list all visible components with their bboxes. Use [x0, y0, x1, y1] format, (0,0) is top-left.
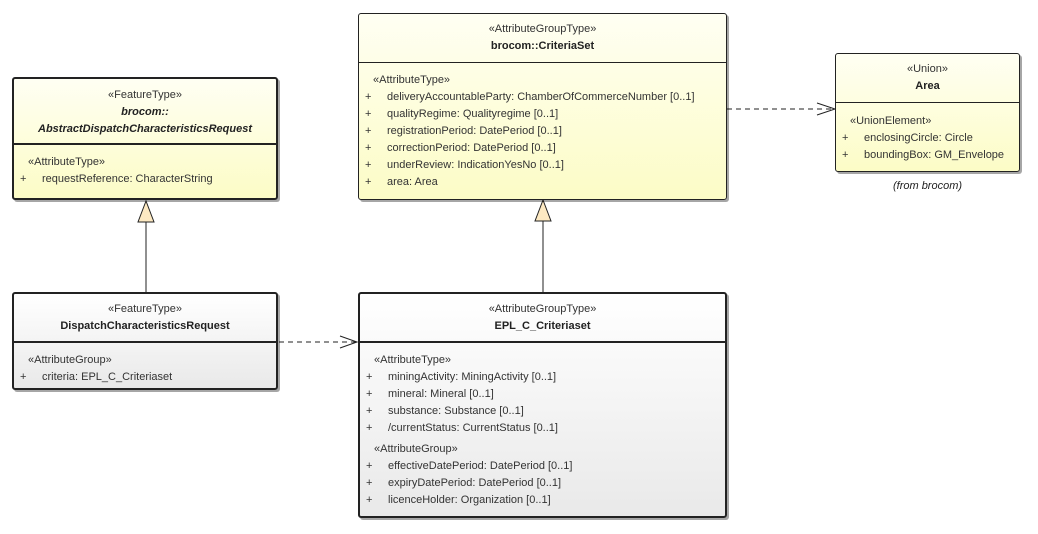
- attribute-text: substance: Substance [0..1]: [388, 405, 524, 417]
- attribute-row[interactable]: + registrationPeriod: DatePeriod [0..1]: [363, 123, 722, 140]
- class-attributes: «AttributeGroup» + criteria: EPL_C_Crite…: [14, 343, 276, 386]
- visibility-marker: +: [366, 460, 373, 472]
- class-name: DispatchCharacteristicsRequest: [60, 320, 230, 332]
- visibility-marker: +: [366, 405, 373, 417]
- visibility-marker: +: [842, 132, 849, 144]
- visibility-marker: +: [20, 371, 27, 383]
- visibility-marker: +: [366, 477, 373, 489]
- class-name: Area: [915, 80, 940, 92]
- attribute-text: area: Area: [387, 176, 438, 188]
- visibility-marker: +: [366, 371, 373, 383]
- attribute-row[interactable]: + boundingBox: GM_Envelope: [840, 147, 1015, 164]
- attribute-row[interactable]: + qualityRegime: Qualityregime [0..1]: [363, 106, 722, 123]
- attribute-text: expiryDatePeriod: DatePeriod [0..1]: [388, 477, 562, 489]
- visibility-marker: +: [365, 159, 372, 171]
- class-attributes: «AttributeType» + requestReference: Char…: [14, 145, 276, 188]
- class-header: «AttributeGroupType» brocom::CriteriaSet: [359, 14, 726, 63]
- generalization-arrowhead-criteriaset: [534, 198, 552, 222]
- attribute-row[interactable]: + mineral: Mineral [0..1]: [364, 386, 721, 403]
- attribute-text: effectiveDatePeriod: DatePeriod [0..1]: [388, 460, 573, 472]
- attribute-text: registrationPeriod: DatePeriod [0..1]: [387, 125, 562, 137]
- section-stereotype: «AttributeGroup»: [28, 354, 112, 366]
- attribute-row[interactable]: + expiryDatePeriod: DatePeriod [0..1]: [364, 475, 721, 492]
- attribute-row[interactable]: + underReview: IndicationYesNo [0..1]: [363, 157, 722, 174]
- attribute-row[interactable]: + substance: Substance [0..1]: [364, 403, 721, 420]
- class-stereotype: «FeatureType»: [108, 89, 182, 101]
- visibility-marker: +: [365, 142, 372, 154]
- class-name-line-2: AbstractDispatchCharacteristicsRequest: [38, 123, 252, 135]
- class-header: «Union» Area: [836, 54, 1019, 103]
- section-stereotype: «AttributeType»: [373, 74, 451, 86]
- visibility-marker: +: [366, 388, 373, 400]
- visibility-marker: +: [20, 173, 27, 185]
- visibility-marker: +: [365, 108, 372, 120]
- dependency-arrowhead-dispatch-criteriaset: [339, 335, 359, 349]
- attribute-text: criteria: EPL_C_Criteriaset: [42, 371, 173, 383]
- section-stereotype: «UnionElement»: [850, 115, 932, 127]
- attribute-row[interactable]: + /currentStatus: CurrentStatus [0..1]: [364, 420, 721, 437]
- attribute-text: mineral: Mineral [0..1]: [388, 388, 494, 400]
- class-name: EPL_C_Criteriaset: [494, 320, 591, 332]
- attribute-row[interactable]: + deliveryAccountableParty: ChamberOfComm…: [363, 89, 722, 106]
- visibility-marker: +: [365, 91, 372, 103]
- class-brocom-criteriaset[interactable]: «AttributeGroupType» brocom::CriteriaSet…: [358, 13, 727, 200]
- class-area[interactable]: «Union» Area «UnionElement» + enclosingCi…: [835, 53, 1020, 172]
- visibility-marker: +: [366, 494, 373, 506]
- attribute-text: correctionPeriod: DatePeriod [0..1]: [387, 142, 556, 154]
- attribute-row[interactable]: + requestReference: CharacterString: [18, 171, 272, 188]
- class-epl-c-criteriaset[interactable]: «AttributeGroupType» EPL_C_Criteriaset «…: [358, 292, 727, 518]
- class-stereotype: «Union»: [907, 63, 948, 75]
- class-header: «AttributeGroupType» EPL_C_Criteriaset: [360, 294, 725, 343]
- class-header: «FeatureType» DispatchCharacteristicsReq…: [14, 294, 276, 343]
- class-name: brocom::CriteriaSet: [490, 40, 595, 52]
- generalization-arrowhead-dispatch: [137, 199, 155, 223]
- attribute-text: underReview: IndicationYesNo [0..1]: [387, 159, 564, 171]
- attribute-row[interactable]: + criteria: EPL_C_Criteriaset: [18, 369, 272, 386]
- attribute-row[interactable]: + enclosingCircle: Circle: [840, 130, 1015, 147]
- attribute-text: miningActivity: MiningActivity [0..1]: [388, 371, 557, 383]
- attribute-row[interactable]: + correctionPeriod: DatePeriod [0..1]: [363, 140, 722, 157]
- class-attributes: «AttributeType» + miningActivity: MiningA…: [360, 343, 725, 509]
- class-name-line-1: brocom::: [121, 106, 169, 118]
- attribute-text: requestReference: CharacterString: [42, 173, 213, 185]
- attribute-text: qualityRegime: Qualityregime [0..1]: [387, 108, 559, 120]
- section-stereotype: «AttributeType»: [28, 156, 106, 168]
- visibility-marker: +: [842, 149, 849, 161]
- attribute-row[interactable]: + effectiveDatePeriod: DatePeriod [0..1]: [364, 458, 721, 475]
- section-stereotype: «AttributeType»: [374, 354, 452, 366]
- section-stereotype: «AttributeGroup»: [374, 443, 458, 455]
- attribute-text: licenceHolder: Organization [0..1]: [388, 494, 551, 506]
- class-stereotype: «AttributeGroupType»: [488, 303, 597, 315]
- attribute-text: enclosingCircle: Circle: [864, 132, 973, 144]
- attribute-row[interactable]: + miningActivity: MiningActivity [0..1]: [364, 369, 721, 386]
- visibility-marker: +: [366, 422, 373, 434]
- attribute-text: boundingBox: GM_Envelope: [864, 149, 1005, 161]
- area-package-note: (from brocom): [892, 180, 963, 192]
- class-attributes: «AttributeType» + deliveryAccountablePart…: [359, 63, 726, 191]
- attribute-text: /currentStatus: CurrentStatus [0..1]: [388, 422, 558, 434]
- attribute-text: deliveryAccountableParty: ChamberOfComme…: [387, 91, 695, 103]
- class-attributes: «UnionElement» +enclosingCircle: Circle …: [836, 103, 1019, 164]
- attribute-row[interactable]: + area: Area: [363, 174, 722, 191]
- visibility-marker: +: [365, 125, 372, 137]
- attribute-row[interactable]: + licenceHolder: Organization [0..1]: [364, 492, 721, 509]
- class-stereotype: «FeatureType»: [108, 303, 182, 315]
- class-stereotype: «AttributeGroupType»: [488, 23, 597, 35]
- class-header: «FeatureType» brocom:: AbstractDispatchC…: [14, 79, 276, 145]
- class-abstract-dispatch-characteristics-request[interactable]: «FeatureType» brocom:: AbstractDispatchC…: [12, 77, 278, 200]
- visibility-marker: +: [365, 176, 372, 188]
- class-dispatch-characteristics-request[interactable]: «FeatureType» DispatchCharacteristicsReq…: [12, 292, 278, 390]
